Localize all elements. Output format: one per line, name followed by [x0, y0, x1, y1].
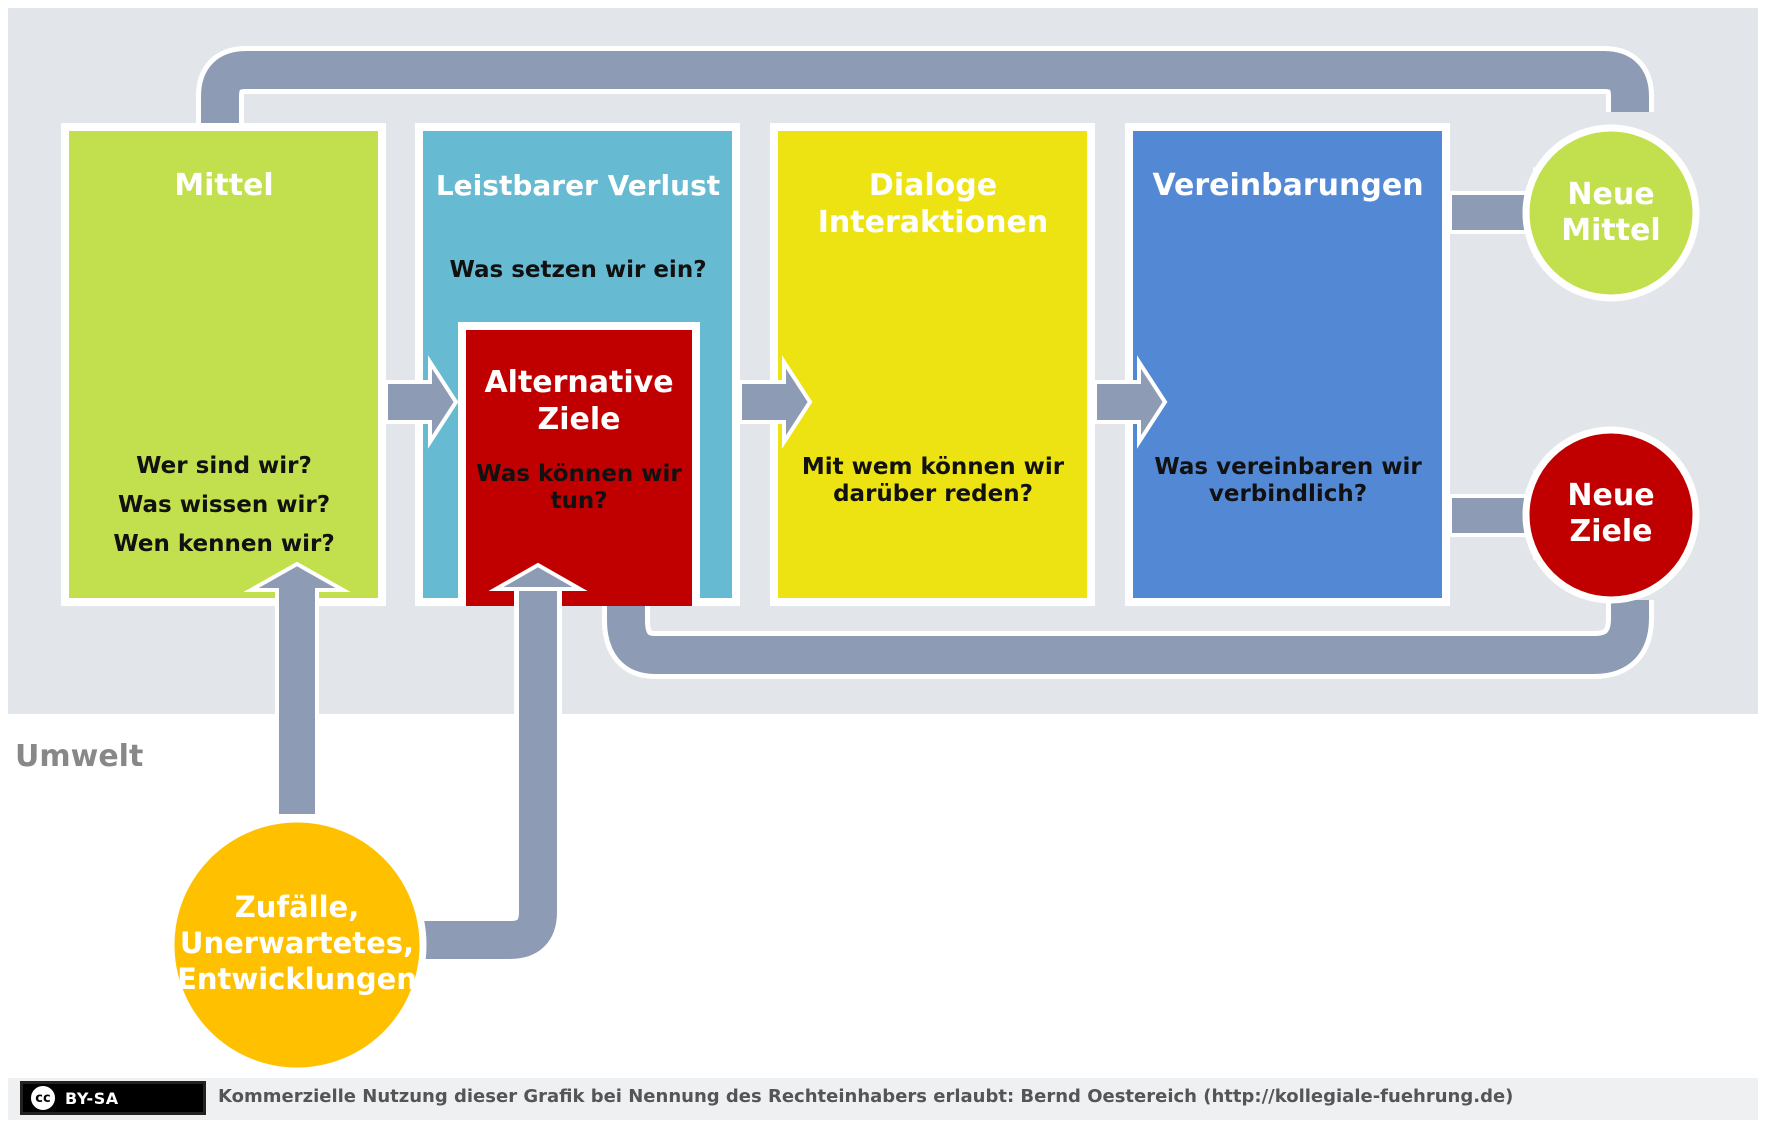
umwelt-label: Umwelt [15, 739, 143, 774]
box-vereinbarungen-question-1: Was vereinbaren wir [1154, 454, 1422, 480]
box-mittel-question-3: Wen kennen wir? [113, 531, 334, 557]
circle-neue-ziele [1522, 426, 1700, 604]
box-alternative-ziele-question-1: Was können wir [476, 461, 682, 487]
circle-neue-mittel-line-1: Neue [1567, 177, 1654, 212]
arrow-mittel-to-verlust [384, 355, 459, 449]
footer-band [8, 1078, 1758, 1120]
cc-icon: cc [29, 1084, 57, 1112]
box-dialoge [770, 123, 1095, 606]
cc-license-label: BY-SA [65, 1088, 119, 1108]
arrow-verlust-to-dialoge [738, 355, 813, 449]
circle-zufaelle-line-3: Entwicklungen [177, 962, 417, 996]
box-dialoge-question-1: Mit wem können wir [802, 454, 1065, 480]
circle-neue-mittel [1522, 124, 1700, 302]
circle-neue-ziele-line-2: Ziele [1569, 514, 1652, 549]
box-vereinbarungen [1125, 123, 1450, 606]
box-dialoge-title-2: Interaktionen [818, 205, 1049, 240]
arrow-zufaelle-to-mittel [243, 561, 351, 818]
circle-zufaelle [167, 815, 427, 1075]
circle-neue-ziele-line-1: Neue [1567, 478, 1654, 513]
box-mittel-title: Mittel [174, 168, 273, 203]
box-mittel-question-2: Was wissen wir? [118, 492, 330, 518]
box-mittel-question-1: Wer sind wir? [136, 453, 312, 479]
arrow-dialoge-to-vereinbarungen [1093, 355, 1168, 449]
circle-zufaelle-line-2: Unerwartetes, [180, 926, 414, 960]
cc-license-badge[interactable]: cc BY-SA [20, 1081, 206, 1115]
box-mittel [61, 123, 386, 606]
box-alternative-ziele-title-1: Alternative [484, 365, 673, 400]
box-leistbarer-verlust-title: Leistbarer Verlust [436, 169, 720, 202]
circle-zufaelle-line-1: Zufälle, [235, 890, 359, 924]
circle-neue-mittel-line-2: Mittel [1561, 213, 1660, 248]
credit-text: Kommerzielle Nutzung dieser Grafik bei N… [218, 1086, 1514, 1107]
box-vereinbarungen-title: Vereinbarungen [1152, 168, 1423, 203]
box-alternative-ziele-title-2: Ziele [537, 402, 620, 437]
box-dialoge-title-1: Dialoge [869, 168, 997, 203]
box-dialoge-question-2: darüber reden? [833, 481, 1033, 507]
box-alternative-ziele-question-2: tun? [550, 488, 607, 514]
box-leistbarer-verlust-question: Was setzen wir ein? [449, 257, 706, 283]
box-vereinbarungen-question-2: verbindlich? [1209, 481, 1367, 507]
